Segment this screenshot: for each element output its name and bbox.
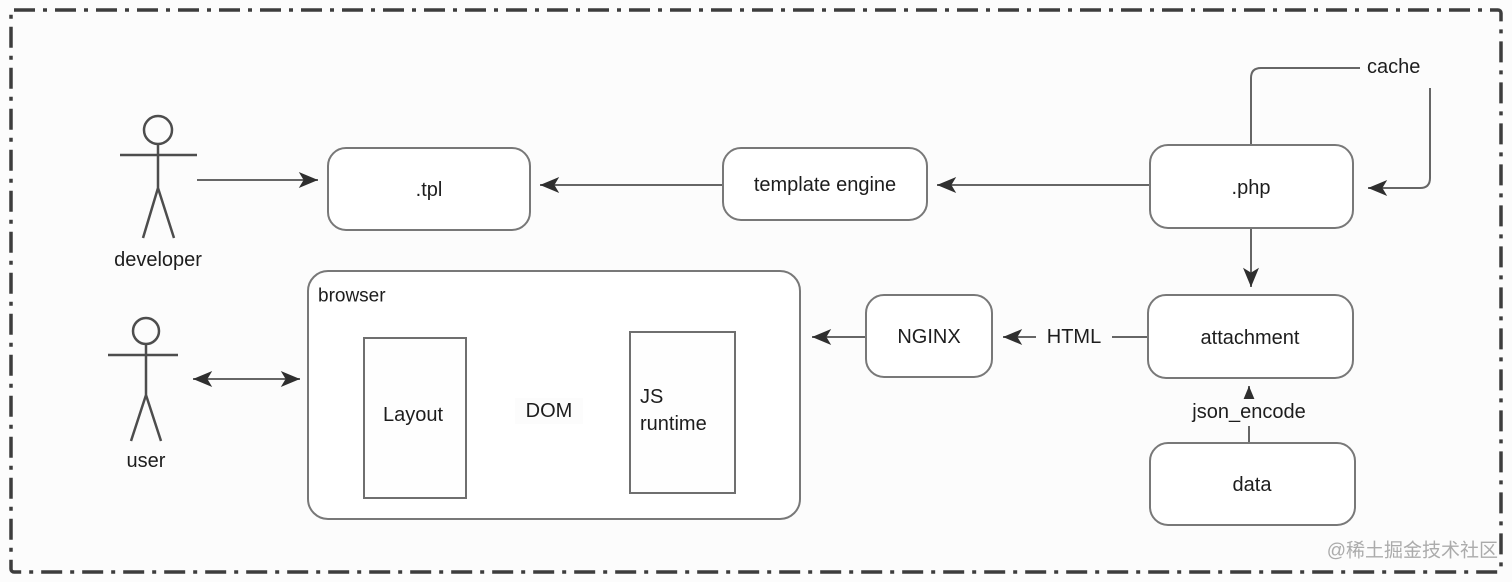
node-php: .php xyxy=(1149,144,1354,229)
node-tpl: .tpl xyxy=(327,147,531,231)
developer-label: developer xyxy=(114,249,202,271)
node-nginx: NGINX xyxy=(865,294,993,378)
html-label: HTML xyxy=(1047,326,1101,348)
data-label: data xyxy=(1233,474,1273,496)
dashed-border xyxy=(9,8,1503,574)
watermark: @稀土掘金技术社区 xyxy=(1327,540,1498,562)
layout-box xyxy=(363,337,467,499)
data-box xyxy=(1149,442,1356,526)
developer-head xyxy=(142,114,174,146)
html-label-bg xyxy=(1036,324,1112,350)
edge-label-json-encode: json_encode xyxy=(1174,399,1326,426)
nginx-box xyxy=(865,294,993,378)
node-js-runtime: JS runtime xyxy=(629,331,736,494)
template-engine-box xyxy=(722,147,928,221)
edge-label-dom: DOM xyxy=(515,398,583,424)
dom-label-bg xyxy=(515,398,583,424)
json-encode-label: json_encode xyxy=(1191,401,1305,423)
edge-cache-to-php xyxy=(1367,88,1431,196)
tpl-box xyxy=(327,147,531,231)
developer-body xyxy=(120,144,197,239)
user-body xyxy=(108,344,178,442)
attachment-label: attachment xyxy=(1201,327,1300,349)
tpl-label: .tpl xyxy=(416,179,443,201)
user-head xyxy=(131,316,161,346)
node-attachment: attachment xyxy=(1147,294,1354,379)
js-runtime-label-line2: runtime xyxy=(640,413,707,435)
template-engine-label: template engine xyxy=(754,174,896,196)
user-actor xyxy=(108,316,178,442)
layout-label: Layout xyxy=(383,404,443,426)
json-encode-label-bg xyxy=(1174,399,1326,426)
nginx-label: NGINX xyxy=(897,326,960,348)
php-box xyxy=(1149,144,1354,229)
dom-label: DOM xyxy=(526,400,573,422)
node-template-engine: template engine xyxy=(722,147,928,221)
node-layout: Layout xyxy=(363,337,467,499)
php-label: .php xyxy=(1232,177,1271,199)
user-label: user xyxy=(127,450,166,472)
js-runtime-box xyxy=(629,331,736,494)
edge-php-to-cache xyxy=(1250,67,1360,145)
attachment-box xyxy=(1147,294,1354,379)
js-runtime-label-line1: JS xyxy=(640,386,663,408)
node-data: data xyxy=(1149,442,1356,526)
browser-label: browser xyxy=(318,286,386,307)
cache-label: cache xyxy=(1367,56,1420,78)
edge-label-html: HTML xyxy=(1036,324,1112,350)
developer-actor xyxy=(120,114,197,239)
